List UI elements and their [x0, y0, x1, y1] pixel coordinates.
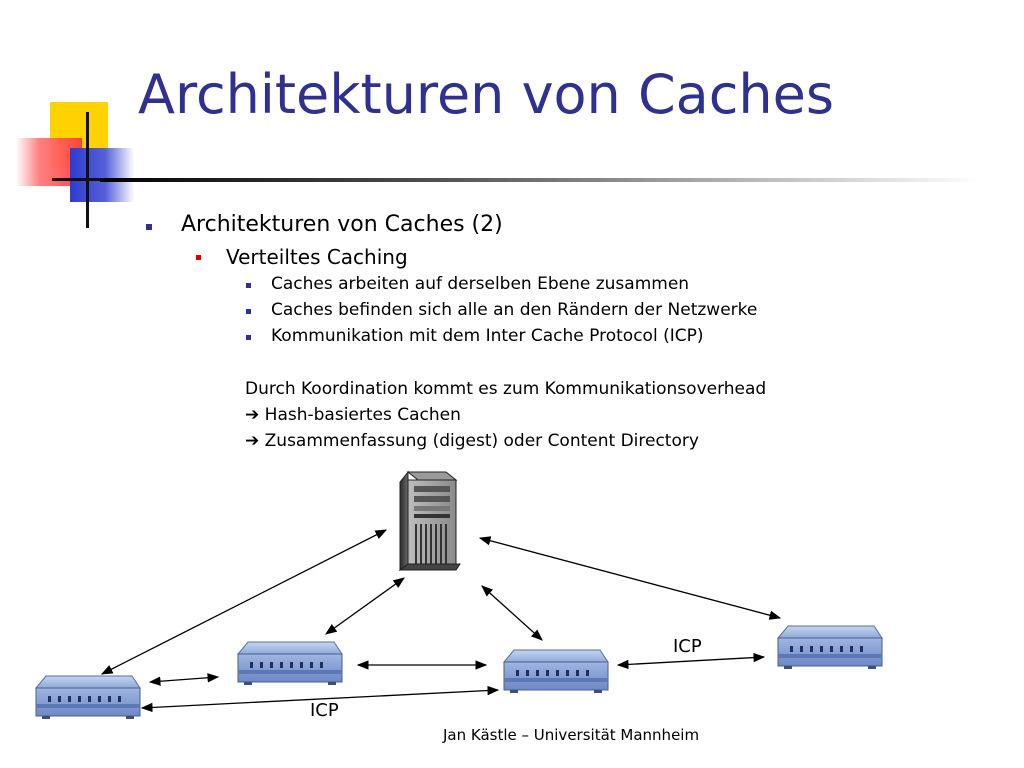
blue-square [70, 148, 134, 202]
right-arrow-icon: ➔ [245, 431, 260, 451]
level3-bullet-3 [246, 335, 251, 340]
footer-text: Jan Kästle – Universität Mannheim [443, 726, 700, 744]
level1-text: Architekturen von Caches (2) [181, 212, 503, 237]
cache-device-right [777, 625, 883, 670]
level2-bullet [196, 255, 201, 260]
link-left-center-left [148, 673, 220, 686]
icp-label-right: ICP [673, 636, 702, 657]
level1-bullet [146, 224, 152, 230]
slide-title: Architekturen von Caches [138, 63, 835, 126]
level3-text-2: Caches befinden sich alle an den Rändern… [271, 300, 758, 320]
note-text: Durch Koordination kommt es zum Kommunik… [245, 379, 767, 399]
level3-text-3: Kommunikation mit dem Inter Cache Protoc… [271, 326, 704, 346]
link-server-right [478, 536, 782, 620]
link-server-center-right [481, 585, 543, 641]
link-left-center-right [140, 685, 500, 713]
link-center-right-right [616, 652, 766, 670]
level3-text-1: Caches arbeiten auf derselben Ebene zusa… [271, 274, 690, 294]
cache-device-center-right [503, 649, 609, 694]
arrow-line-1: ➔ Hash-basiertes Cachen [245, 407, 461, 424]
arrow-line-2: ➔ Zusammenfassung (digest) oder Content … [245, 433, 699, 450]
vertical-cross-line [86, 112, 89, 228]
arrow-line-1-text: Hash-basiertes Cachen [264, 405, 461, 425]
icp-label-bottom: ICP [310, 700, 339, 721]
cache-device-center-left [237, 641, 343, 686]
title-divider [100, 178, 980, 182]
server-tower-icon [398, 470, 461, 571]
horizontal-cross-line [52, 178, 122, 181]
level2-text: Verteiltes Caching [226, 245, 408, 269]
right-arrow-icon: ➔ [245, 405, 260, 425]
link-server-center-left [325, 577, 405, 635]
link-server-left [100, 529, 388, 675]
corner-decoration [14, 98, 134, 228]
arrow-line-2-text: Zusammenfassung (digest) oder Content Di… [264, 431, 699, 451]
cache-device-left [35, 675, 141, 720]
level3-bullet-1 [246, 283, 251, 288]
level3-bullet-2 [246, 309, 251, 314]
